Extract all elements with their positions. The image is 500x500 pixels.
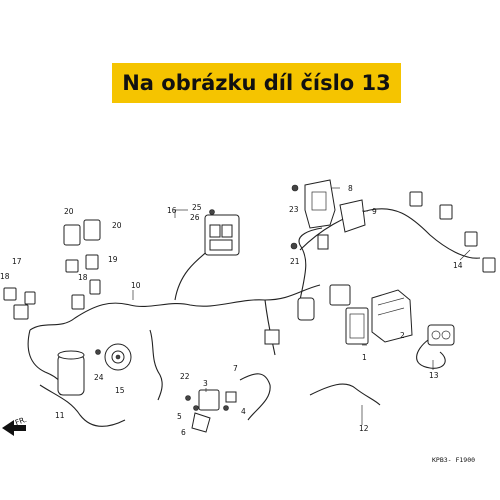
front-arrow-label: FR. [14,415,28,427]
relay-cluster-part [204,214,240,256]
harness-center-upper [298,227,323,301]
callout-16: 16 [167,206,177,215]
diagram-code: KPB3- F1900 [432,456,475,464]
connector-group-left [3,219,101,320]
leader-lines [132,187,471,425]
callout-23: 23 [289,205,299,214]
callout-8: 8 [348,184,353,193]
callout-21: 21 [290,257,300,266]
regulator-part [345,307,369,345]
callout-7: 7 [233,364,238,373]
harness-mid-lower [149,329,163,401]
callout-1: 1 [362,353,367,362]
starter-relay-group [191,373,271,433]
part-number-banner: Na obrázku díl číslo 13 [112,63,401,103]
callout-labels: 1 2 3 4 5 6 7 8 9 10 11 12 13 14 15 16 1… [0,184,463,437]
callout-17: 17 [12,257,22,266]
callout-18b: 18 [78,273,88,282]
callout-24: 24 [94,373,104,382]
callout-4: 4 [241,407,246,416]
sensor-part [416,324,455,369]
condenser-part [57,350,85,396]
connector-group-right [409,191,496,273]
callout-14: 14 [453,261,463,270]
cable-part [309,383,381,406]
callout-26: 26 [190,213,200,222]
callout-12: 12 [359,424,369,433]
control-unit-part [304,179,366,233]
callout-9: 9 [372,207,377,216]
callout-25: 25 [192,203,202,212]
banner-text: Na obrázku díl číslo 13 [122,71,391,95]
callout-15: 15 [115,386,125,395]
front-arrow-icon [2,420,26,436]
callout-19: 19 [108,255,118,264]
callout-3: 3 [203,379,208,388]
callout-6: 6 [181,428,186,437]
callout-20b: 20 [112,221,122,230]
callout-10: 10 [131,281,141,290]
harness-left-lower [39,384,126,427]
harness-right-branch [299,208,481,259]
callout-22: 22 [180,372,190,381]
callout-20a: 20 [64,207,74,216]
small-parts [95,184,351,401]
ignition-module-part [371,289,413,343]
callout-18a: 18 [0,272,10,281]
callout-11: 11 [55,411,65,420]
harness-main-trunk [29,284,321,331]
horn-part [104,343,132,371]
harness-left-loop [27,329,63,396]
callout-5: 5 [177,412,182,421]
callout-13: 13 [429,371,439,380]
harness-center-drop [264,299,276,356]
callout-2: 2 [400,331,405,340]
